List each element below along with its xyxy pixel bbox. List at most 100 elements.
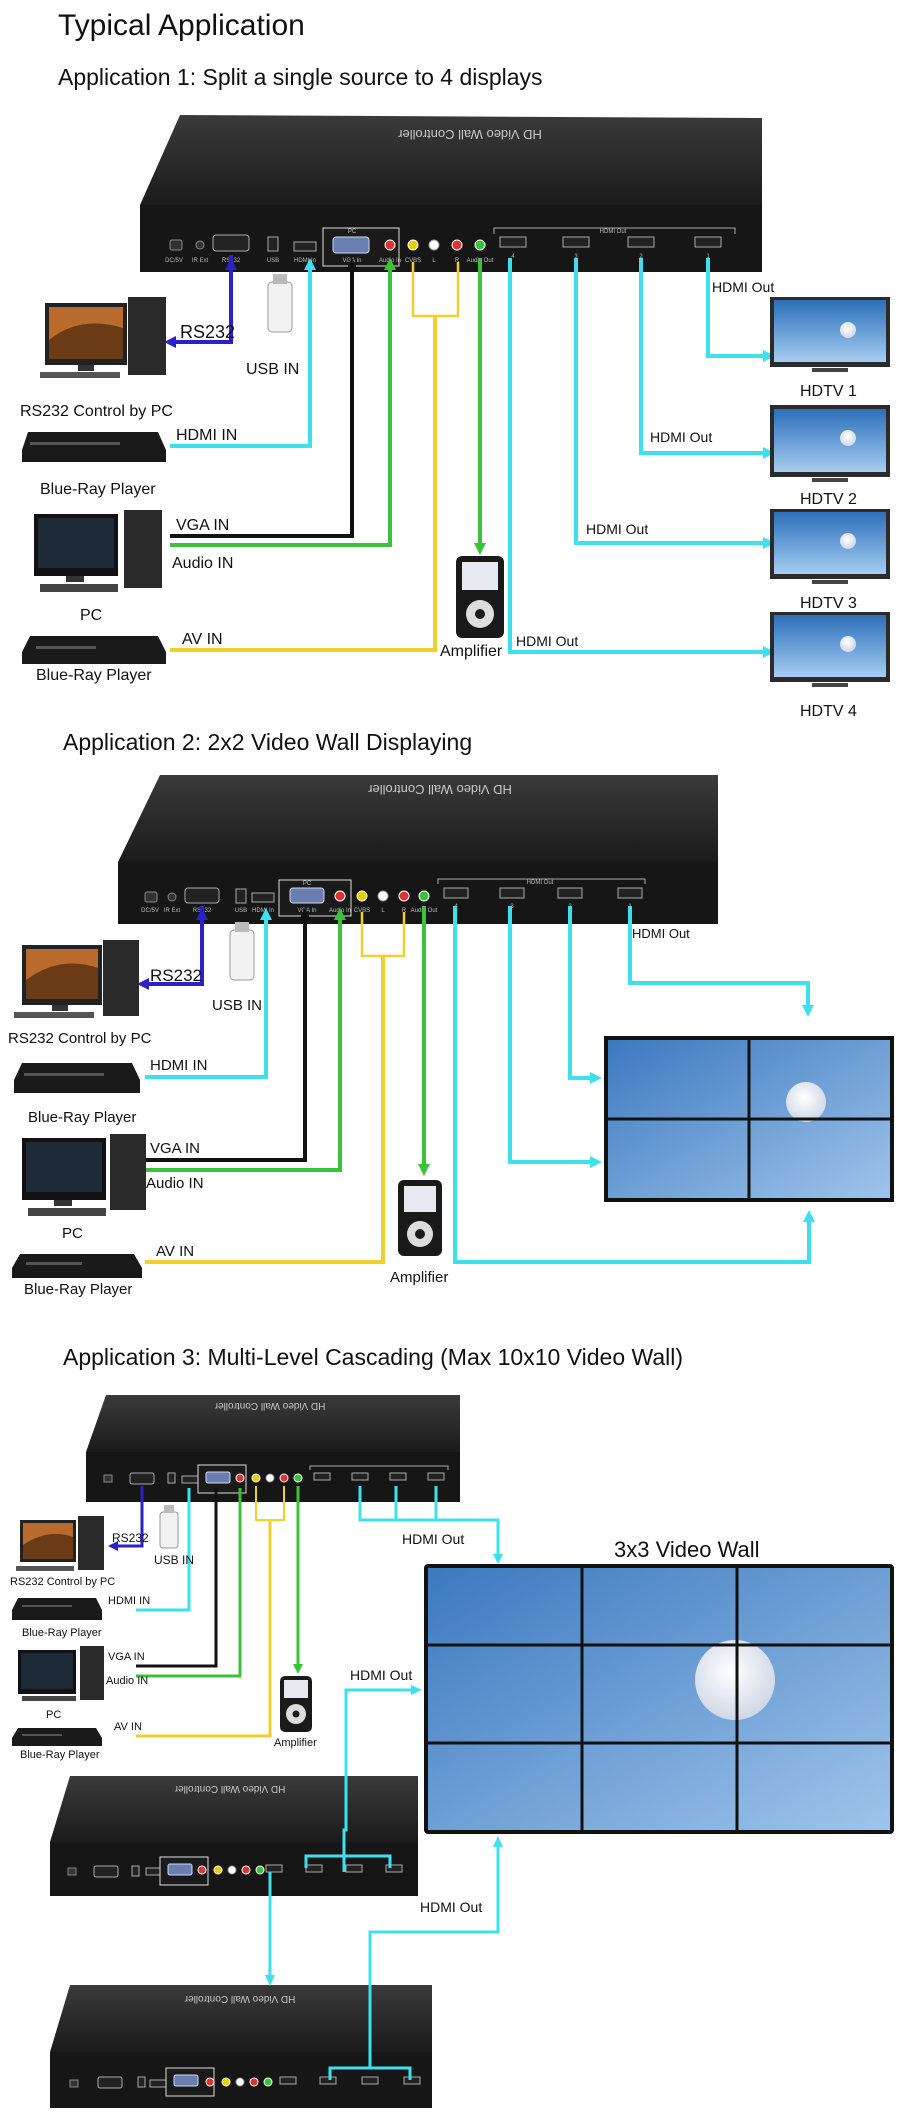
app3-controller-top: HD Video Wall Controller — [86, 1395, 460, 1502]
app1-hdmi-out-4-label: HDMI Out — [516, 633, 578, 649]
app1-hdtv-1 — [770, 297, 890, 372]
app2-hdmi-out-label: HDMI Out — [632, 926, 690, 941]
app1-pc-label: PC — [80, 607, 102, 624]
app1-cables — [164, 255, 775, 658]
app2-rs232-pc — [14, 940, 139, 1018]
app2-vga-in-label: VGA IN — [150, 1140, 200, 1157]
app3-controller-bottom: HD Video Wall Controller — [50, 1985, 432, 2108]
app3-blu-ray-player-2 — [12, 1728, 102, 1746]
app3-top-brand-label: HD Video Wall Controller — [214, 1400, 325, 1411]
app2-l-label: L — [381, 908, 385, 914]
app3-vga-in-label: VGA IN — [108, 1651, 145, 1663]
app1-hdmi-in-label: HDMI IN — [176, 427, 237, 444]
app1-usb-in-label: USB IN — [246, 361, 299, 378]
app3-hdmi-out-3-label: HDMI Out — [420, 1899, 482, 1915]
app1-hdmi-out-1-label: HDMI Out — [712, 279, 774, 295]
app1-pc-computer — [34, 510, 162, 592]
app1-usb-label: USB — [267, 258, 279, 264]
app1-brand-label: HD Video Wall Controller — [397, 127, 541, 142]
app2-cables — [137, 906, 815, 1264]
app1-cvbs-label: CVBS — [405, 258, 421, 264]
app3-rs232-pc-label: RS232 Control by PC — [10, 1576, 115, 1588]
app2-hdmi-in-label: HDMI IN — [150, 1057, 208, 1074]
app1-blu-ray-player-2 — [22, 636, 166, 664]
app1-hdtv1-label: HDTV 1 — [800, 383, 857, 400]
app2-hdmi-in-label: HDMI In — [252, 908, 274, 914]
app2-usb-in-label: USB IN — [212, 997, 262, 1014]
app2-blu-ray-player-2 — [12, 1254, 142, 1278]
app1-amplifier — [456, 556, 504, 638]
app1-r-label: R — [455, 258, 460, 264]
app3-amplifier-label: Amplifier — [274, 1737, 317, 1749]
app1-controller: HD Video Wall Controller DC/5V IR Ext RS… — [140, 115, 762, 272]
app2-blu-ray-2-label: Blue-Ray Player — [24, 1281, 132, 1298]
app1-hdmi-in-port — [293, 241, 317, 252]
app3-blu-ray-2-label: Blue-Ray Player — [20, 1749, 100, 1761]
app1-hdmi-out-3-label: HDMI Out — [586, 521, 648, 537]
app1-blu-ray-player-1 — [22, 432, 166, 462]
app3-wall-title: 3x3 Video Wall — [614, 1537, 760, 1562]
app2-heading: Application 2: 2x2 Video Wall Displaying — [63, 729, 472, 755]
app1-hdtv-4 — [770, 612, 890, 687]
app1-rs232-cable-label: RS232 — [180, 322, 235, 342]
app2-amplifier — [398, 1180, 442, 1256]
app3-video-wall-3x3 — [424, 1564, 894, 1834]
app2-usb-label: USB — [235, 908, 247, 914]
app1-pc-label: PC — [348, 229, 357, 235]
app1-usb-port — [267, 236, 279, 252]
app1-l-label: L — [432, 258, 436, 264]
app3-cables — [108, 1486, 503, 2080]
app1-audio-in-label: Audio IN — [172, 555, 233, 572]
app1-port1: 1 — [706, 254, 710, 260]
app2-av-in-label: AV IN — [156, 1243, 194, 1260]
app1-port2: 2 — [639, 254, 643, 260]
app2-video-wall-2x2 — [604, 1036, 894, 1202]
app3-audio-in-label: Audio IN — [106, 1675, 148, 1687]
app2-pc-label: PC — [62, 1225, 83, 1242]
app1-blu-ray-1-label: Blue-Ray Player — [40, 481, 156, 498]
app2-vga-in-label: VGA In — [297, 908, 316, 914]
app2-rs232-pc-label: RS232 Control by PC — [8, 1030, 152, 1047]
app3-blu-ray-1-label: Blue-Ray Player — [22, 1627, 102, 1639]
app1-port4: 4 — [511, 254, 515, 260]
app3-hdmi-out-2-label: HDMI Out — [350, 1667, 412, 1683]
app1-port3: 3 — [574, 254, 578, 260]
app3-heading: Application 3: Multi-Level Cascading (Ma… — [63, 1344, 683, 1370]
app2-pc-computer — [22, 1134, 146, 1216]
app3-blu-ray-player-1 — [12, 1598, 102, 1620]
app3-usb-stick — [159, 1505, 179, 1549]
app2-blu-ray-player-1 — [14, 1063, 140, 1093]
app3-pc-computer — [18, 1646, 104, 1701]
app2-blu-ray-1-label: Blue-Ray Player — [28, 1109, 136, 1126]
app1-hdmi-out-group-label: HDMI Out — [600, 229, 627, 235]
app1-usb-stick — [267, 274, 293, 333]
app3-middle-brand-label: HD Video Wall Controller — [174, 1783, 285, 1794]
app1-amplifier-label: Amplifier — [440, 643, 503, 660]
app1-hdtv4-label: HDTV 4 — [800, 703, 857, 720]
app2-port3: 3 — [510, 904, 514, 910]
app1-rs232-pc — [40, 297, 166, 378]
app2-r-label: R — [402, 908, 407, 914]
app2-rs232-cable-label: RS232 — [150, 966, 202, 985]
page-title: Typical Application — [58, 9, 305, 42]
app2-amplifier-label: Amplifier — [390, 1269, 448, 1286]
app1-hdtv3-label: HDTV 3 — [800, 595, 857, 612]
app3-bottom-brand-label: HD Video Wall Controller — [184, 1993, 295, 2004]
app1-rs232-pc-label: RS232 Control by PC — [20, 403, 173, 420]
app2-dc-label: DC/5V — [141, 908, 159, 914]
app3-av-in-label: AV IN — [114, 1721, 142, 1733]
app2-controller: HD Video Wall Controller DC/5V IR Ext RS… — [118, 775, 718, 924]
app2-usb-stick — [229, 922, 255, 981]
app3-usb-in-label: USB IN — [154, 1553, 194, 1567]
app1-rs232-port — [212, 234, 250, 252]
app1-hdmi-in-label: HDMI In — [294, 258, 316, 264]
app3-hdmi-in-label: HDMI IN — [108, 1595, 150, 1607]
app3-pc-label: PC — [46, 1709, 61, 1721]
app1-ir-label: IR Ext — [192, 258, 209, 264]
app2-brand-label: HD Video Wall Controller — [367, 782, 511, 797]
app1-hdmi-out-2-label: HDMI Out — [650, 429, 712, 445]
app2-hdmi-out-group-label: HDMI Out — [527, 880, 554, 886]
app1-vga-in-port — [332, 236, 370, 254]
app1-hdtv-2 — [770, 405, 890, 482]
